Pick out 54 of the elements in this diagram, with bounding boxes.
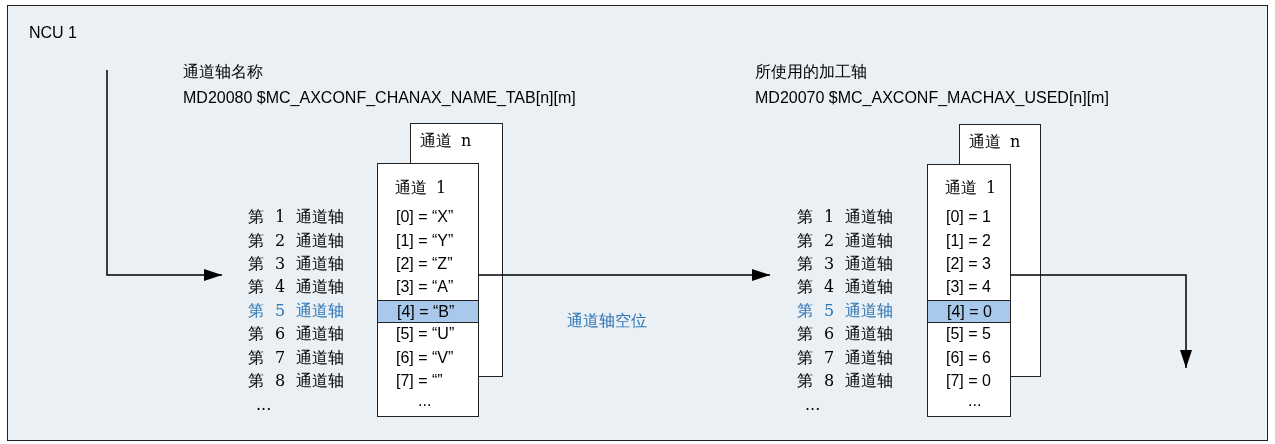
arrow [106,69,223,281]
array-entry: [6] = “V” [396,348,454,368]
axis-label: 第 5 通道轴 [797,301,894,321]
channel-heading: 通道 n [969,132,1021,152]
ellipsis: ... [968,391,982,411]
array-entry: [0] = 1 [946,207,991,227]
array-entry: [1] = “Y” [396,231,454,251]
channel-table [410,123,503,164]
axis-label: 第 7 通道轴 [248,348,345,368]
frame-title: NCU 1 [29,23,77,43]
array-entry: [1] = 2 [946,231,991,251]
array-entry: [7] = “” [396,371,443,391]
ellipsis: ... [256,395,272,415]
parameter-name: MD20080 $MC_AXCONF_CHANAX_NAME_TAB[n][m] [183,88,576,108]
array-entry: [6] = 6 [946,348,991,368]
channel-heading: 通道 1 [395,178,447,198]
axis-label: 第 1 通道轴 [248,207,345,227]
array-entry: [2] = 3 [946,254,991,274]
parameter-title: 通道轴名称 [183,62,263,82]
array-entry: [7] = 0 [946,371,991,391]
channel-table [377,163,479,417]
array-entry: [0] = “X” [396,207,454,227]
array-entry: [3] = 4 [946,277,991,297]
axis-label: 第 3 通道轴 [797,254,894,274]
parameter-title: 所使用的加工轴 [755,62,867,82]
axis-label: 第 5 通道轴 [248,301,345,321]
channel-table [959,124,1041,165]
array-entry: [3] = “A” [396,277,454,297]
ellipsis: ... [805,395,821,415]
ncu-frame [7,5,1268,441]
axis-label: 第 2 通道轴 [797,231,894,251]
axis-label: 第 6 通道轴 [248,324,345,344]
axis-label: 第 2 通道轴 [248,231,345,251]
axis-label: 第 7 通道轴 [797,348,894,368]
array-entry: [5] = “U” [396,324,455,344]
empty-slot-row: [4] = “B” [378,300,478,323]
axis-label: 第 6 通道轴 [797,324,894,344]
axis-label: 第 8 通道轴 [797,371,894,391]
arrow [478,269,771,281]
edge-label: 通道轴空位 [565,311,649,331]
array-entry: [2] = “Z” [396,254,453,274]
axis-label: 第 4 通道轴 [797,277,894,297]
arrow [1010,274,1192,369]
axis-label: 第 3 通道轴 [248,254,345,274]
axis-label: 第 1 通道轴 [797,207,894,227]
empty-slot-row: [4] = 0 [928,300,1010,323]
ellipsis: ... [418,391,432,411]
axis-label: 第 8 通道轴 [248,371,345,391]
channel-heading: 通道 n [420,131,472,151]
parameter-name: MD20070 $MC_AXCONF_MACHAX_USED[n][m] [755,88,1109,108]
channel-heading: 通道 1 [945,178,997,198]
axis-label: 第 4 通道轴 [248,277,345,297]
channel-table [927,164,1011,417]
array-entry: [5] = 5 [946,324,991,344]
